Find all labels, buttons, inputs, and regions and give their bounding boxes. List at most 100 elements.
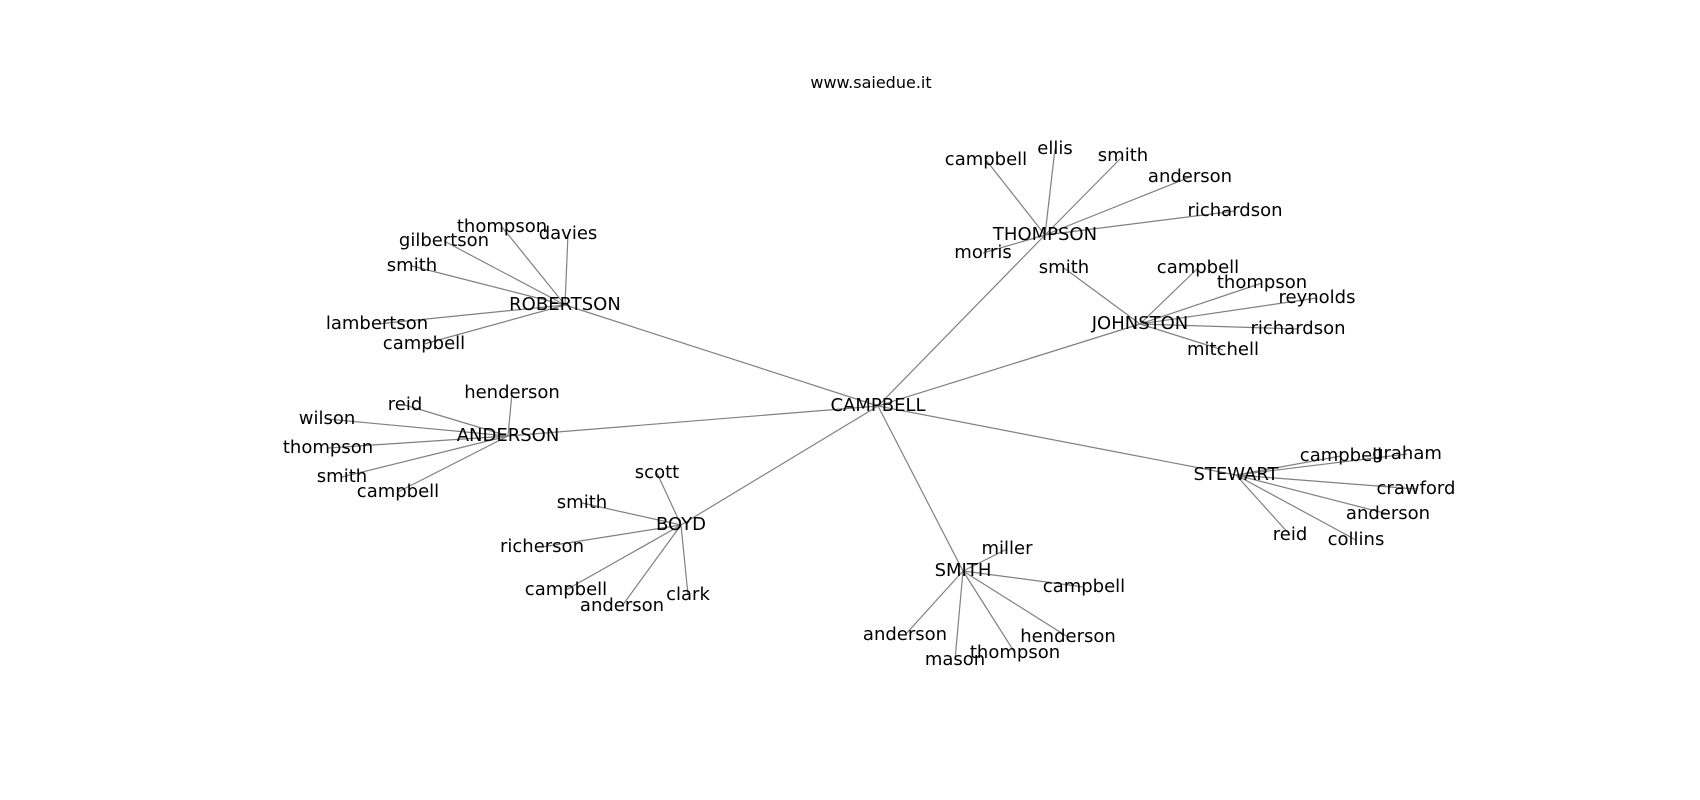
edge-root-to-boyd bbox=[680, 405, 879, 526]
edge-anderson-to-smith bbox=[341, 435, 509, 478]
edge-johnston-to-reynolds bbox=[1139, 297, 1318, 325]
edge-johnston-to-mitchell bbox=[1139, 323, 1224, 351]
leaf-node-label-smith-thompson: thompson bbox=[970, 642, 1060, 663]
leaf-node-label-boyd-campbell: campbell bbox=[525, 579, 607, 600]
hub-node-label-boyd: BOYD bbox=[656, 514, 706, 535]
leaf-node-label-robertson-gilbertson: gilbertson bbox=[399, 230, 489, 251]
site-title: www.saiedue.it bbox=[810, 73, 931, 92]
edge-root-to-stewart bbox=[877, 405, 1237, 476]
hub-node-label-anderson: ANDERSON bbox=[457, 425, 560, 446]
leaf-node-label-smith-campbell: campbell bbox=[1043, 576, 1125, 597]
edge-smith-to-campbell bbox=[962, 570, 1085, 588]
leaf-node-label-boyd-smith: smith bbox=[557, 492, 607, 513]
edge-root-to-anderson bbox=[507, 405, 879, 437]
leaf-node-label-smith-anderson: anderson bbox=[863, 624, 947, 645]
leaf-node-label-thompson-richardson: richardson bbox=[1187, 200, 1282, 221]
edge-stewart-to-campbell bbox=[1235, 455, 1342, 476]
edge-thompson-to-anderson bbox=[1044, 176, 1191, 236]
edge-anderson-to-henderson bbox=[507, 392, 513, 437]
leaf-node-label-thompson-morris: morris bbox=[954, 242, 1011, 263]
edge-thompson-to-richardson bbox=[1044, 210, 1236, 236]
edge-boyd-to-anderson bbox=[621, 524, 682, 607]
leaf-node-label-stewart-collins: collins bbox=[1328, 529, 1385, 550]
leaf-node-label-stewart-crawford: crawford bbox=[1377, 478, 1456, 499]
edge-thompson-to-ellis bbox=[1044, 148, 1056, 236]
edge-boyd-to-smith bbox=[581, 502, 682, 526]
leaf-node-label-thompson-smith: smith bbox=[1098, 145, 1148, 166]
root-node-label: CAMPBELL bbox=[830, 395, 925, 416]
leaf-node-label-thompson-anderson: anderson bbox=[1148, 166, 1232, 187]
leaf-node-label-johnston-smith: smith bbox=[1039, 257, 1089, 278]
edge-johnston-to-smith bbox=[1063, 267, 1141, 325]
edge-johnston-to-campbell bbox=[1139, 267, 1199, 325]
edge-stewart-to-anderson bbox=[1235, 474, 1389, 515]
leaf-node-label-johnston-thompson: thompson bbox=[1217, 272, 1307, 293]
leaf-node-label-stewart-reid: reid bbox=[1273, 524, 1308, 545]
hub-node-label-smith: SMITH bbox=[935, 560, 992, 581]
edge-robertson-to-thompson bbox=[501, 226, 566, 306]
edge-robertson-to-lambertson bbox=[376, 304, 566, 325]
leaf-node-label-robertson-campbell: campbell bbox=[383, 333, 465, 354]
edge-root-to-robertson bbox=[564, 304, 879, 407]
hub-node-label-thompson: THOMPSON bbox=[992, 224, 1097, 245]
edge-boyd-to-clark bbox=[680, 524, 689, 596]
edge-root-to-johnston bbox=[877, 323, 1141, 407]
edge-boyd-to-scott bbox=[656, 472, 682, 526]
edge-smith-to-henderson bbox=[962, 570, 1069, 638]
edge-boyd-to-richerson bbox=[541, 524, 682, 548]
leaf-node-label-johnston-campbell: campbell bbox=[1157, 257, 1239, 278]
leaf-node-label-thompson-campbell: campbell bbox=[945, 149, 1027, 170]
edge-anderson-to-campbell bbox=[397, 435, 509, 493]
leaf-node-label-boyd-scott: scott bbox=[635, 462, 679, 483]
leaf-node-label-anderson-campbell: campbell bbox=[357, 481, 439, 502]
leaf-node-label-boyd-richerson: richerson bbox=[500, 536, 584, 557]
edge-smith-to-mason bbox=[954, 570, 964, 661]
edge-smith-to-anderson bbox=[904, 570, 964, 636]
leaf-node-label-anderson-thompson: thompson bbox=[283, 437, 373, 458]
edge-stewart-to-crawford bbox=[1235, 474, 1417, 490]
leaf-node-label-anderson-reid: reid bbox=[388, 394, 423, 415]
edge-anderson-to-wilson bbox=[326, 418, 509, 437]
leaf-node-label-robertson-davies: davies bbox=[539, 223, 598, 244]
edge-smith-to-thompson bbox=[962, 570, 1016, 654]
edge-root-to-thompson bbox=[877, 234, 1046, 407]
leaf-node-label-stewart-graham: graham bbox=[1372, 443, 1442, 464]
edges-layer bbox=[326, 148, 1417, 661]
edge-robertson-to-davies bbox=[564, 233, 569, 306]
leaf-node-label-stewart-anderson: anderson bbox=[1346, 503, 1430, 524]
edge-thompson-to-campbell bbox=[985, 159, 1046, 236]
edge-robertson-to-smith bbox=[411, 265, 566, 306]
edge-stewart-to-collins bbox=[1235, 474, 1357, 541]
leaf-node-label-smith-mason: mason bbox=[925, 649, 985, 670]
hub-node-label-stewart: STEWART bbox=[1193, 464, 1279, 485]
hub-node-label-johnston: JOHNSTON bbox=[1091, 313, 1189, 334]
edge-root-to-smith bbox=[877, 405, 964, 572]
edge-johnston-to-richardson bbox=[1139, 323, 1299, 330]
edge-robertson-to-campbell bbox=[423, 304, 566, 345]
leaf-node-label-smith-henderson: henderson bbox=[1020, 626, 1116, 647]
leaf-node-label-smith-miller: miller bbox=[981, 538, 1033, 559]
leaf-node-label-robertson-lambertson: lambertson bbox=[326, 313, 428, 334]
leaf-node-label-johnston-reynolds: reynolds bbox=[1279, 287, 1356, 308]
leaf-node-label-anderson-smith: smith bbox=[317, 466, 367, 487]
edge-anderson-to-reid bbox=[404, 404, 509, 437]
leaf-node-label-anderson-wilson: wilson bbox=[299, 408, 356, 429]
leaf-node-label-stewart-campbell: campbell bbox=[1300, 445, 1382, 466]
edge-johnston-to-thompson bbox=[1139, 282, 1263, 325]
edge-boyd-to-campbell bbox=[565, 524, 682, 591]
leaf-node-label-boyd-anderson: anderson bbox=[580, 595, 664, 616]
leaf-node-label-robertson-smith: smith bbox=[387, 255, 437, 276]
edge-smith-to-miller bbox=[962, 548, 1008, 572]
leaf-node-label-thompson-ellis: ellis bbox=[1037, 138, 1072, 159]
edge-stewart-to-reid bbox=[1235, 474, 1291, 536]
leaf-node-label-johnston-mitchell: mitchell bbox=[1187, 339, 1259, 360]
edge-anderson-to-thompson bbox=[327, 435, 509, 449]
leaf-node-label-johnston-richardson: richardson bbox=[1250, 318, 1345, 339]
edge-thompson-to-morris bbox=[982, 234, 1046, 254]
edge-stewart-to-graham bbox=[1235, 453, 1408, 476]
leaf-node-label-anderson-henderson: henderson bbox=[464, 382, 560, 403]
edge-thompson-to-smith bbox=[1044, 155, 1124, 236]
hub-node-label-robertson: ROBERTSON bbox=[509, 294, 621, 315]
